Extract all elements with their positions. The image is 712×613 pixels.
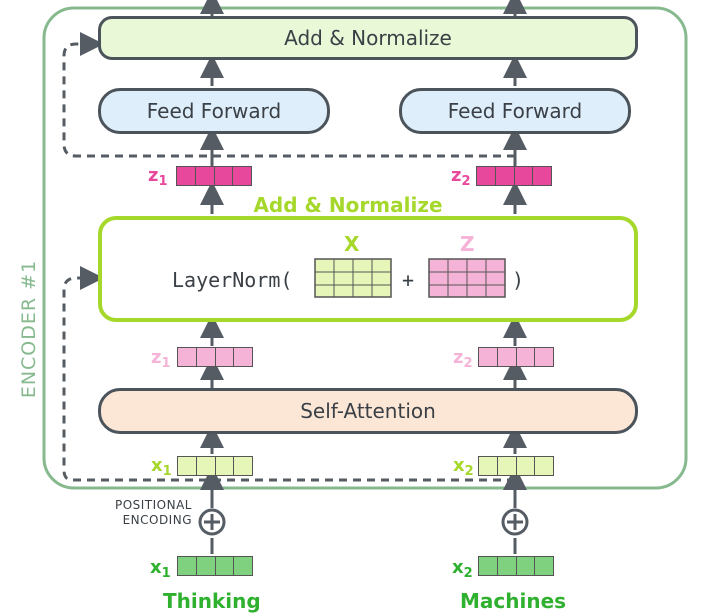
positional-line-2: ENCODING — [122, 513, 192, 527]
residual-dashed-lower — [62, 266, 515, 482]
self-attention: Self-Attention — [98, 388, 638, 434]
x2-input-vector — [478, 556, 554, 576]
positional-encoding-label: POSITIONAL ENCODING — [96, 498, 192, 528]
z1-norm-vector — [177, 347, 253, 367]
x2-label: x2 — [453, 455, 474, 480]
x1-input-vector — [177, 556, 253, 576]
feed-forward-2: Feed Forward — [399, 88, 631, 134]
plus-circle-icon-1 — [198, 508, 226, 536]
matrix-z — [428, 258, 506, 298]
transformer-encoder-diagram: ENCODER #1 Add & Normalize Feed Forward … — [18, 0, 688, 612]
matrix-x-label: X — [344, 232, 360, 256]
layernorm-plus: + — [402, 268, 415, 292]
z1-vector — [176, 166, 252, 186]
positional-line-1: POSITIONAL — [114, 498, 192, 512]
x1-vector — [177, 456, 253, 476]
matrix-x — [314, 258, 392, 298]
encoder-label: ENCODER #1 — [18, 259, 40, 399]
x1-label: x1 — [151, 455, 172, 480]
diagram-lines — [42, 0, 688, 554]
z2-norm-vector — [478, 347, 554, 367]
x2-vector — [478, 456, 554, 476]
add-normalize-top: Add & Normalize — [98, 16, 638, 60]
z2-vector — [476, 166, 552, 186]
layernorm-close: ) — [512, 268, 525, 292]
matrix-z-label: Z — [460, 232, 475, 256]
z1-label: z1 — [148, 165, 168, 190]
x1-input-label: x1 — [150, 557, 171, 582]
residual-dashed-upper — [62, 32, 515, 158]
z1-norm-label: z1 — [151, 347, 171, 372]
add-normalize-mid-title: Add & Normalize — [253, 193, 443, 217]
z2-norm-label: z2 — [453, 347, 473, 372]
layernorm-open: LayerNorm( — [172, 268, 293, 292]
feed-forward-1: Feed Forward — [98, 88, 330, 134]
word-machines: Machines — [460, 589, 567, 613]
word-thinking: Thinking — [163, 589, 261, 613]
encoder-container — [42, 6, 688, 490]
plus-circle-icon-2 — [501, 508, 529, 536]
x2-input-label: x2 — [452, 557, 473, 582]
z2-label: z2 — [451, 165, 471, 190]
